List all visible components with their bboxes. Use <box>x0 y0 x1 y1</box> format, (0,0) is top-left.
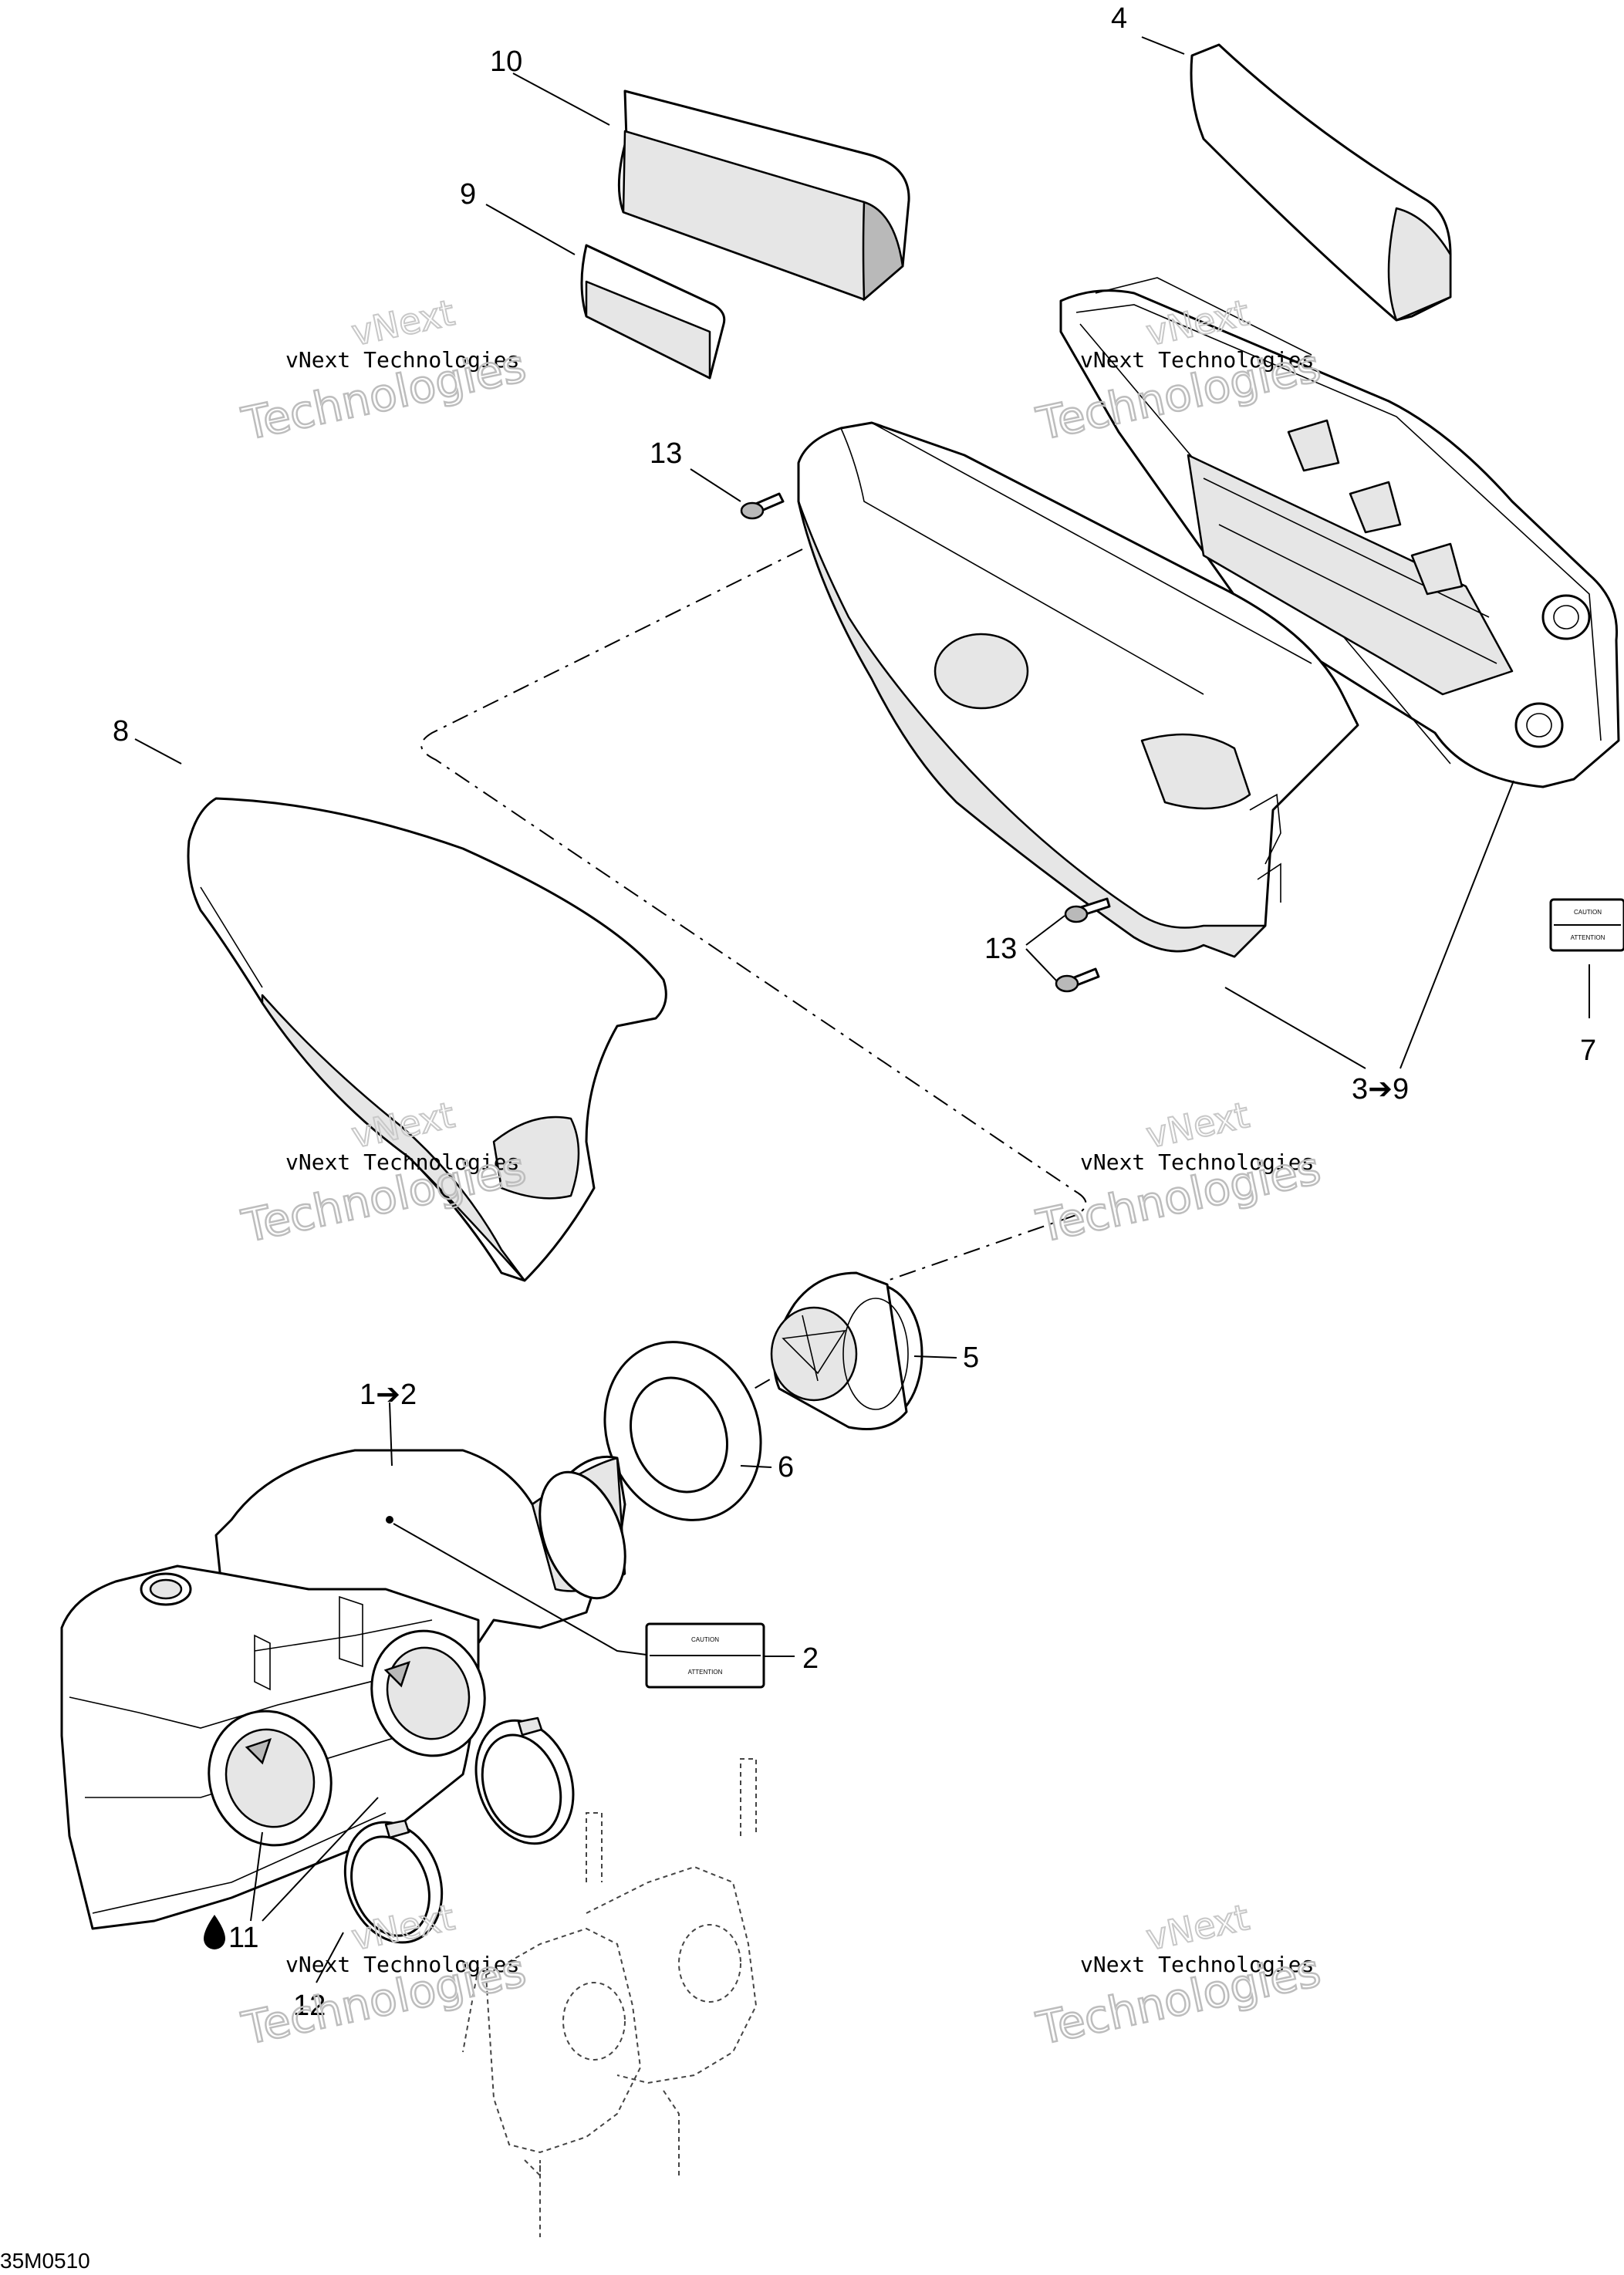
callout-3-arrow-9: 3➔9 <box>1352 1073 1409 1105</box>
callout-12: 12 <box>293 1990 326 2022</box>
watermark-6: vNext vNext Technologies Technologies <box>1031 1895 1326 2056</box>
part-9-small-foam <box>580 244 726 380</box>
label-7-bottom-text: ATTENTION <box>1571 934 1605 941</box>
callout-1-arrow-2: 1➔2 <box>360 1379 417 1411</box>
part-12-clamps <box>343 1716 575 1944</box>
watermark-4: vNext vNext Technologies Technologies <box>1031 1093 1326 1254</box>
part-8-large-foam <box>187 797 667 1282</box>
callout-9: 9 <box>460 178 476 211</box>
carburetors-reference <box>462 1758 758 2237</box>
callout-5: 5 <box>963 1342 979 1374</box>
part-2-warning-label: CAUTION ATTENTION <box>645 1622 765 1689</box>
callout-numbers: 10 9 4 13 13 8 3➔9 7 5 6 1➔2 2 11 12 <box>113 2 1596 2022</box>
watermark-line-1: vNext Technologies <box>1080 1952 1314 1977</box>
callout-4: 4 <box>1111 2 1127 35</box>
part-3-airbox-base-frame <box>1059 277 1620 788</box>
leader-lines <box>134 36 1590 1983</box>
drawing-code: 35M0510 <box>0 2249 90 2273</box>
callout-13-bottom: 13 <box>984 933 1017 965</box>
label-2-bottom-text: ATTENTION <box>688 1669 723 1676</box>
part-4-side-foam <box>1190 43 1452 322</box>
watermark-line-1: vNext Technologies <box>1080 1149 1314 1175</box>
part-13-screws <box>740 492 1111 993</box>
label-7-top-text: CAUTION <box>1574 909 1602 916</box>
watermark-1: vNext vNext Technologies Technologies <box>237 291 532 451</box>
watermark-5: vNext vNext Technologies Technologies <box>237 1895 532 2056</box>
watermark-overlay-text: vNext <box>1143 1094 1253 1156</box>
callout-8: 8 <box>113 715 129 748</box>
watermark-line-1: vNext Technologies <box>285 1952 519 1977</box>
watermark-line-1: vNext Technologies <box>1080 347 1314 373</box>
part-10-foam-block <box>617 89 910 302</box>
part-3-airbox-cover <box>797 421 1359 958</box>
droplet-icon <box>204 1915 225 1949</box>
callout-7: 7 <box>1580 1035 1596 1067</box>
callout-13-top: 13 <box>650 437 682 470</box>
part-5-intake-adaptor <box>770 1271 923 1430</box>
callout-6: 6 <box>778 1451 794 1483</box>
watermark-line-1: vNext Technologies <box>285 1149 519 1175</box>
callout-11-group: 11 <box>204 1915 258 1954</box>
callout-10: 10 <box>490 46 522 78</box>
part-6-rubber-ring <box>603 1341 762 1521</box>
watermark-overlay-text: vNext <box>348 292 458 354</box>
label-2-top-text: CAUTION <box>691 1636 719 1643</box>
callout-11: 11 <box>228 1922 258 1954</box>
part-7-warning-label: CAUTION ATTENTION <box>1549 898 1624 952</box>
watermark-overlay-text: vNext <box>1143 1896 1253 1959</box>
watermark-line-1: vNext Technologies <box>285 347 519 373</box>
callout-2: 2 <box>802 1642 819 1675</box>
